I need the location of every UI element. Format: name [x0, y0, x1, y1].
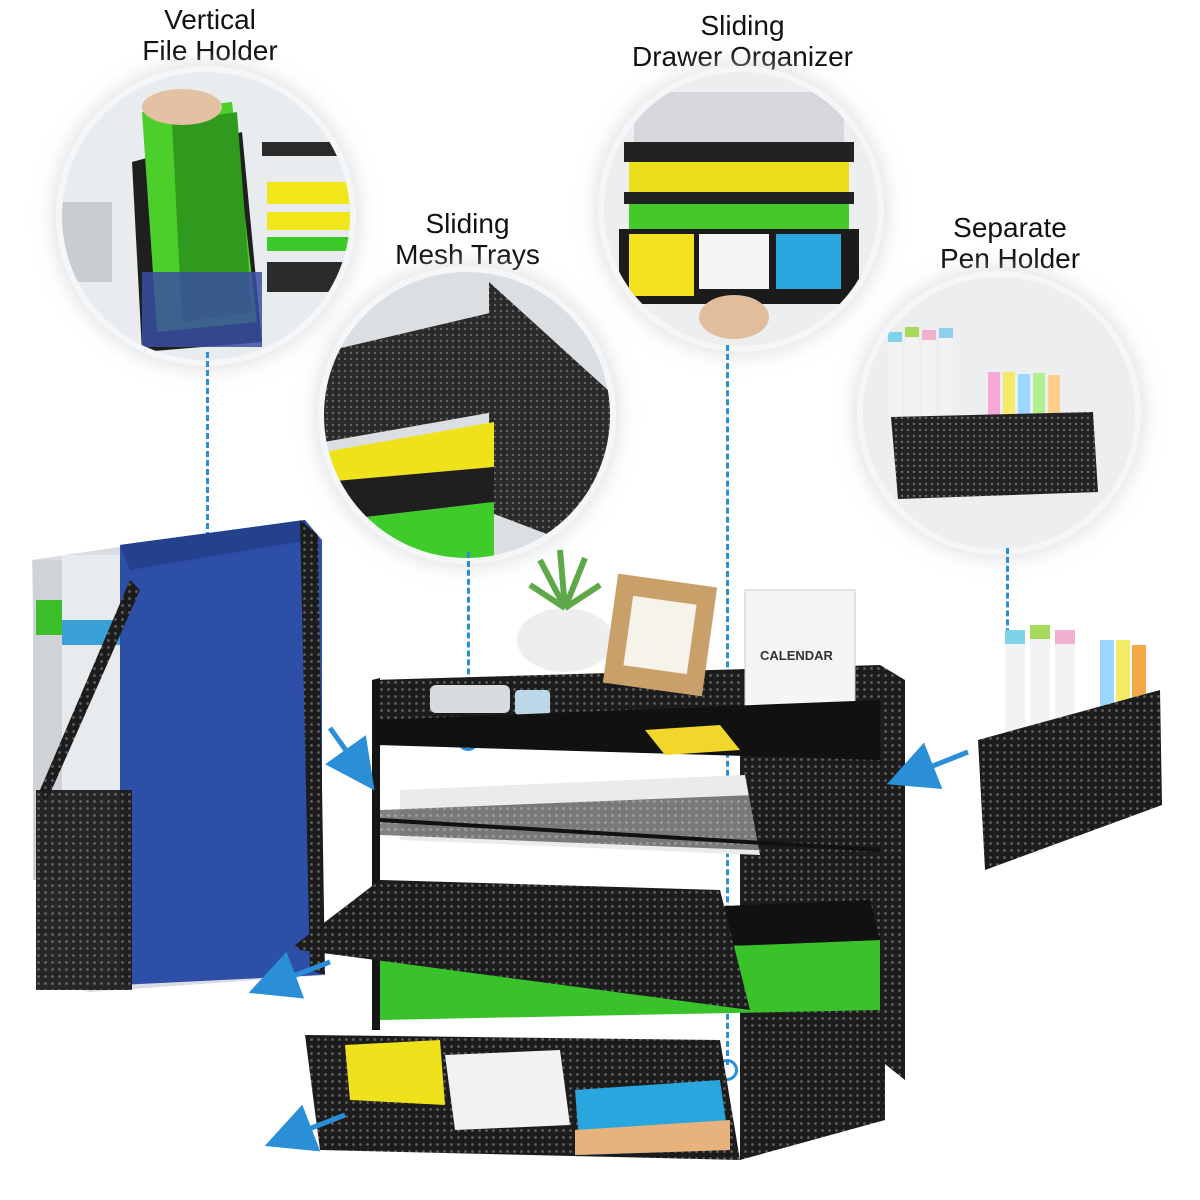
calendar-text: CALENDAR	[760, 648, 834, 663]
label-sliding-drawer-organizer: Sliding Drawer Organizer	[600, 10, 885, 72]
vertical-file-holder	[32, 520, 325, 992]
file-holder-closeup-image	[62, 72, 350, 360]
arrow-icon	[325, 726, 375, 791]
plant-pot	[517, 608, 613, 672]
stapler	[430, 685, 510, 713]
arrow-icon	[886, 742, 969, 790]
pen-holder	[978, 625, 1162, 870]
label-line: Sliding	[425, 208, 510, 239]
leader-line-file-holder	[206, 352, 209, 592]
label-line: Separate	[953, 212, 1067, 243]
bubble-pen-holder-detail	[863, 277, 1135, 549]
drawer-closeup-image	[604, 72, 878, 346]
label-line: Sliding	[700, 10, 785, 41]
label-line: File Holder	[142, 35, 278, 66]
leader-line-mesh-trays	[467, 552, 470, 737]
bubble-file-holder-detail	[62, 72, 350, 360]
pen-holder-closeup-image	[863, 277, 1135, 549]
direction-arrows	[248, 726, 969, 1152]
label-line: Pen Holder	[939, 243, 1081, 274]
label-line: Drawer Organizer	[632, 41, 853, 72]
bubble-mesh-trays-detail	[324, 272, 610, 558]
label-sliding-mesh-trays: Sliding Mesh Trays	[375, 208, 560, 270]
desk-calendar	[744, 589, 856, 721]
label-line: Vertical	[164, 4, 256, 35]
label-vertical-file-holder: Vertical File Holder	[110, 4, 310, 66]
arrow-icon	[264, 1104, 346, 1152]
label-separate-pen-holder: Separate Pen Holder	[915, 212, 1105, 274]
mesh-trays-closeup-image	[324, 272, 610, 558]
bubble-drawer-detail	[604, 72, 878, 346]
label-line: Mesh Trays	[395, 239, 540, 270]
arrow-icon	[248, 951, 331, 999]
desk-organizer: CALENDAR	[295, 549, 905, 1160]
